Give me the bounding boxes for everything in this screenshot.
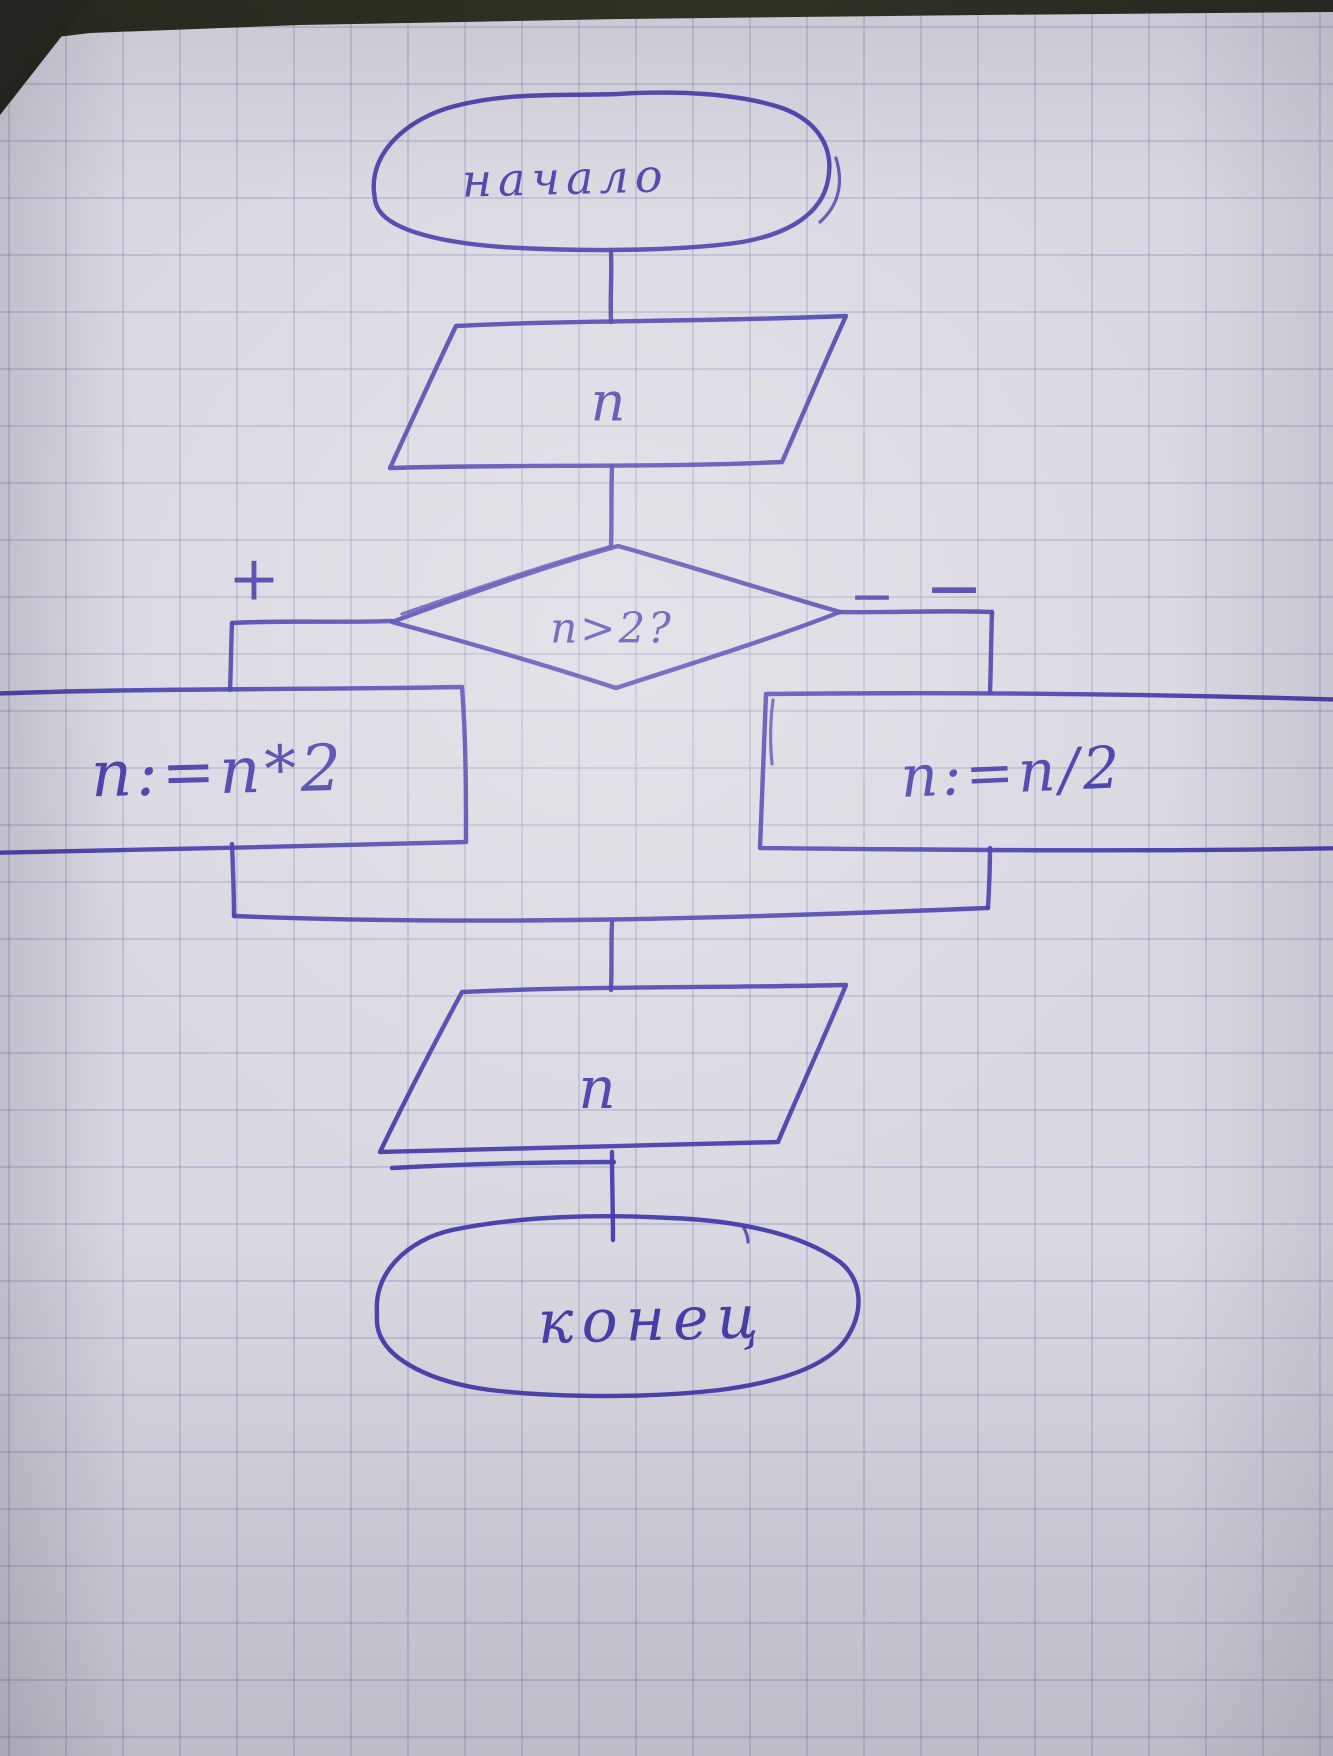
- output-label: n: [578, 1054, 616, 1122]
- process-multiply-label: n:=n*2: [89, 731, 347, 813]
- process-divide-label: n:=n/2: [898, 733, 1126, 811]
- false-branch-label: −: [849, 564, 895, 628]
- false-branch-label-2: −: [924, 547, 984, 629]
- true-branch-line: [227, 618, 395, 693]
- process-multiply-shape: [0, 684, 469, 855]
- false-branch-line: [837, 609, 995, 695]
- process-divide-shape: [757, 691, 1333, 853]
- flow-line-input-to-decision: [608, 463, 615, 549]
- input-label: n: [590, 370, 626, 434]
- merge-lines: [229, 841, 993, 993]
- start-terminator-shape: [371, 90, 842, 253]
- output-parallelogram-shape: [377, 982, 849, 1171]
- decision-diamond-shape: [389, 543, 843, 691]
- end-terminator-shape: [374, 1213, 861, 1399]
- flow-line-output-to-end: [609, 1149, 616, 1243]
- true-branch-label: +: [228, 541, 280, 615]
- flow-line-start-to-input: [608, 249, 614, 325]
- decision-label: n>2?: [550, 603, 674, 653]
- end-label: конец: [536, 1282, 768, 1358]
- input-parallelogram-shape: [387, 313, 849, 471]
- start-label: начало: [460, 148, 670, 208]
